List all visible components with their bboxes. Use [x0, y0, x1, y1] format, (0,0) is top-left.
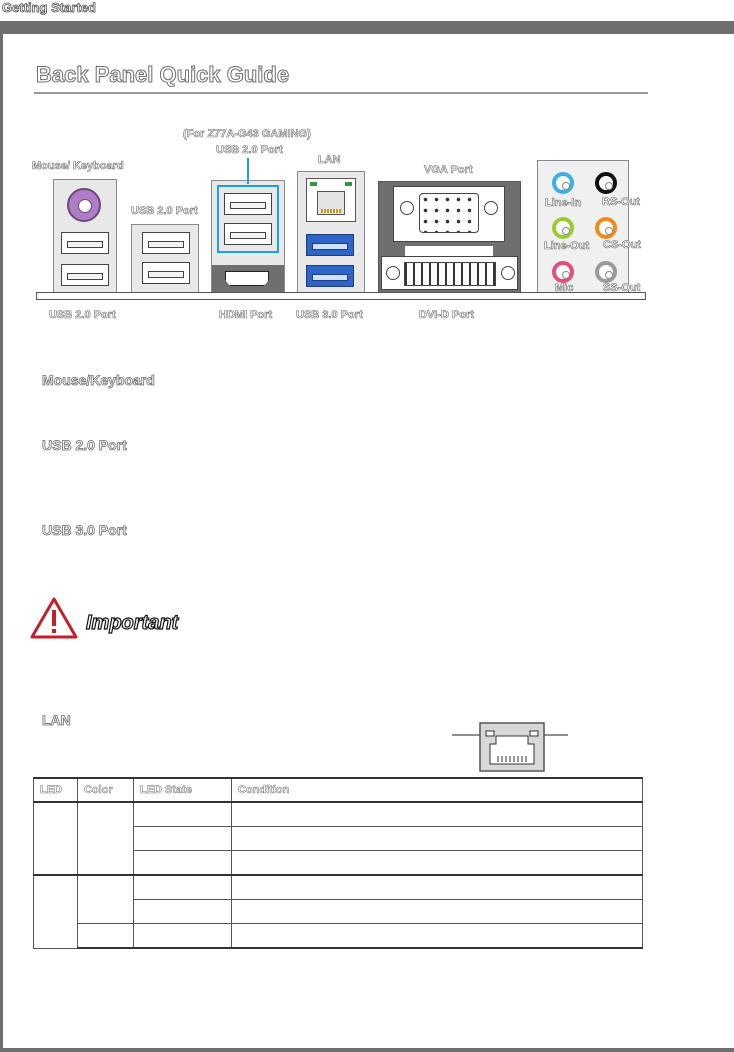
- note-label: (For Z77A-G43 GAMING): [183, 128, 311, 141]
- panel-baseline: [36, 292, 646, 300]
- cs-out-label: CS-Out: [603, 239, 641, 252]
- usb2-port-icon: [142, 232, 190, 254]
- ps2-port-icon: [67, 188, 101, 222]
- vga-dvi-plate: [378, 181, 521, 293]
- header-condition: Condition: [231, 777, 643, 803]
- hdmi-plate: [212, 265, 284, 292]
- table-row: [34, 899, 643, 924]
- callout-line: [247, 158, 249, 184]
- dvi-label: DVI-D Port: [419, 309, 475, 322]
- line-out-label: Line-Out: [544, 240, 590, 253]
- table-row: [34, 923, 643, 949]
- line-in-label: Line-In: [545, 197, 582, 210]
- lan-label: LAN: [318, 154, 341, 167]
- line-out-jack-icon: [552, 217, 574, 239]
- usb2-hdmi-block: [211, 180, 285, 293]
- section-usb2: USB 2.0 Port: [42, 437, 128, 454]
- audio-block: [537, 160, 629, 293]
- usb2-port-icon: [224, 223, 272, 245]
- usb2-mid-label: USB 2.0 Port: [131, 205, 198, 218]
- dvi-port-icon: [381, 256, 518, 290]
- usb3-port-icon: [306, 234, 354, 256]
- usb2-port-icon: [224, 193, 272, 215]
- ps2-usb-block: [53, 179, 117, 293]
- vga-label: VGA Port: [424, 164, 473, 177]
- usb2-port-icon: [142, 262, 190, 284]
- bottom-border: [0, 1048, 734, 1052]
- table-header-row: LED Color LED State Condition: [33, 777, 643, 803]
- line-in-jack-icon: [552, 172, 574, 194]
- vga-port-icon: [393, 186, 505, 242]
- header-led: LED: [33, 777, 78, 803]
- title-rule: [34, 92, 648, 94]
- section-usb3: USB 3.0 Port: [42, 522, 128, 539]
- table-row: [33, 801, 643, 876]
- mouse-keyboard-label: Mouse/ Keyboard: [32, 160, 124, 173]
- usb2-port-icon: [61, 232, 109, 254]
- section-mouse-keyboard: Mouse/Keyboard: [42, 372, 156, 389]
- usb3-port-icon: [306, 265, 354, 287]
- usb2-bottom-label: USB 2.0 Port: [49, 309, 116, 322]
- table-row: [34, 826, 643, 851]
- lan-led-diagram: [452, 722, 568, 774]
- table-row: [33, 874, 643, 949]
- header-section-title: Getting Started: [2, 0, 97, 15]
- usb3-bottom-label: USB 3.0 Port: [296, 309, 363, 322]
- led-table: LED Color LED State Condition: [33, 777, 643, 949]
- lan-usb3-block: [297, 171, 365, 293]
- hdmi-port-icon: [225, 271, 269, 286]
- ss-out-jack-icon: [595, 261, 617, 283]
- lan-port-icon: [306, 178, 356, 222]
- cs-out-jack-icon: [595, 217, 617, 239]
- rs-out-jack-icon: [595, 172, 617, 194]
- warning-icon: [30, 596, 78, 640]
- hdmi-label: HDMI Port: [219, 309, 273, 322]
- mic-label: Mic: [555, 282, 574, 295]
- important-label: Important: [85, 611, 179, 634]
- usb2-block: [131, 224, 199, 293]
- usb2-top-label: USB 2.0 Port: [216, 144, 283, 157]
- page-title: Back Panel Quick Guide: [35, 62, 290, 88]
- ss-out-label: SS-Out: [603, 282, 641, 295]
- usb2-highlight-frame: [217, 185, 279, 253]
- header-bar: [0, 21, 734, 34]
- mic-jack-icon: [552, 261, 574, 283]
- header-led-state: LED State: [133, 777, 232, 803]
- usb2-port-icon: [61, 264, 109, 286]
- rs-out-label: RS-Out: [602, 196, 640, 209]
- header-color: Color: [77, 777, 134, 803]
- section-lan: LAN: [42, 712, 72, 729]
- left-border: [0, 21, 3, 1052]
